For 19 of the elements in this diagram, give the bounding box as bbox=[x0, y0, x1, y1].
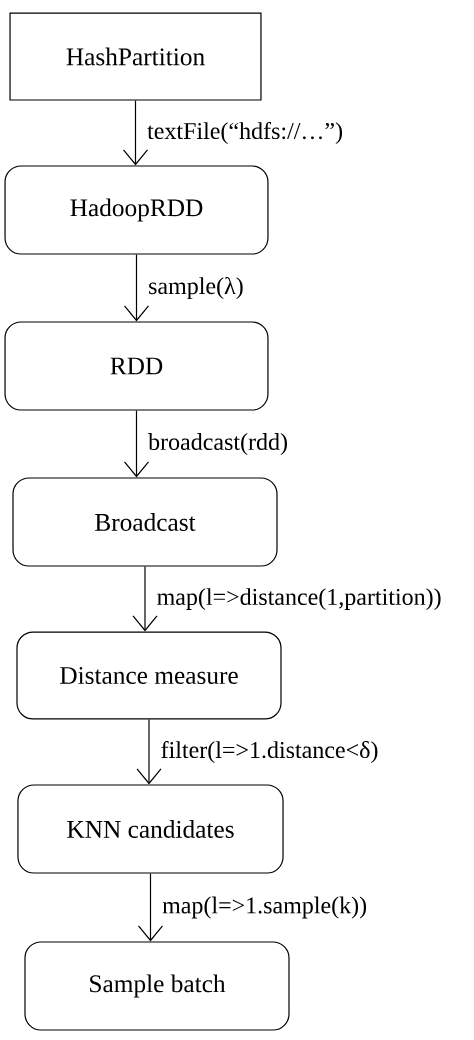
arrow bbox=[122, 100, 149, 166]
process-box: Sample batch bbox=[24, 941, 290, 1031]
arrow bbox=[137, 873, 164, 942]
arrow bbox=[123, 254, 150, 322]
edge-label: map(l=>1.sample(k)) bbox=[160, 895, 369, 920]
process-box: Distance measure bbox=[16, 631, 282, 720]
arrow bbox=[123, 410, 150, 478]
process-box: HadoopRDD bbox=[4, 165, 269, 255]
edge-label: map(l=>distance(1,partition)) bbox=[155, 586, 443, 612]
process-box: RDD bbox=[4, 321, 269, 411]
start-box: HashPartition bbox=[9, 12, 262, 101]
edge-label: textFile(“hdfs://…”) bbox=[145, 120, 345, 146]
process-box: KNN candidates bbox=[17, 784, 284, 874]
process-box: Broadcast bbox=[12, 477, 278, 567]
edge-label: filter(l=>1.distance<δ) bbox=[159, 739, 380, 765]
edge-label: sample(λ) bbox=[146, 275, 246, 301]
edge-label: broadcast(rdd) bbox=[146, 431, 290, 457]
arrow bbox=[136, 718, 162, 785]
arrow bbox=[132, 566, 158, 632]
